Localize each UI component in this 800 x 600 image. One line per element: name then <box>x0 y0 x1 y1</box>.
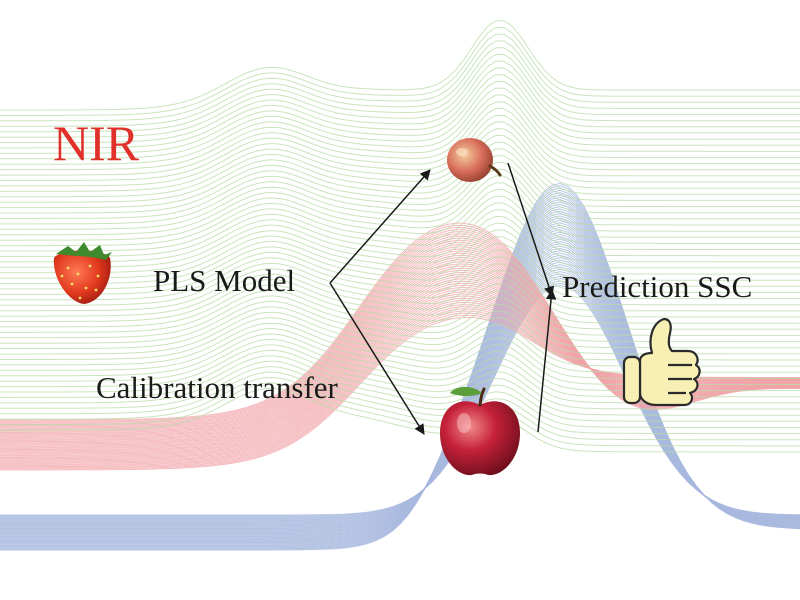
spectrum-curve <box>0 256 800 306</box>
spectrum-curve <box>0 134 800 203</box>
spectrum-curve <box>0 80 800 160</box>
arrow-pear-to-prediction <box>507 162 555 297</box>
spectrum-curve <box>0 67 800 149</box>
spectrum-curve <box>0 27 800 116</box>
strawberry-icon <box>53 242 112 304</box>
spectrum-curve <box>0 242 800 293</box>
spectrum-curve <box>0 349 800 410</box>
thumbs-up-icon <box>622 317 701 407</box>
arrow-to-apple <box>329 282 425 435</box>
spectrum-curve <box>0 249 800 300</box>
spectrum-curve <box>0 226 800 423</box>
spectrum-curve <box>0 360 800 422</box>
spectrum-curve <box>0 262 800 312</box>
spectrum-curve <box>0 229 800 281</box>
arrow-to-pear <box>329 169 431 284</box>
spectrum-curve <box>0 202 800 257</box>
spectrum-curve <box>0 195 800 252</box>
spectrum-curve <box>0 33 800 122</box>
spectrum-curve <box>0 114 800 187</box>
spectrum-curve <box>0 387 800 453</box>
arrows <box>329 162 557 435</box>
pear-icon <box>447 138 502 182</box>
spectrum-curve <box>0 168 800 230</box>
spectrum-curve <box>0 161 800 225</box>
spectrum-curve <box>0 128 800 198</box>
spectrum-curve <box>0 188 800 247</box>
spectrum-curve <box>0 60 800 143</box>
spectrum-curve <box>0 107 800 181</box>
spectrum-curve <box>0 382 800 447</box>
spectrum-curve <box>0 229 800 424</box>
spectrum-curve <box>0 20 800 111</box>
blue-spectra-band <box>0 182 800 551</box>
spectrum-curve <box>0 209 800 263</box>
spectrum-curve <box>0 222 800 275</box>
spectrum-curve <box>0 236 800 287</box>
spectrum-curve <box>0 268 800 318</box>
calibration-transfer-label: Calibration transfer <box>96 370 338 405</box>
spectrum-curve <box>0 53 800 138</box>
spectrum-curve <box>0 148 800 214</box>
spectrum-curve <box>0 94 800 171</box>
arrow-apple-to-prediction <box>537 288 557 433</box>
spectrum-curve <box>0 371 800 435</box>
nir-title: NIR <box>53 115 140 171</box>
spectrum-curve <box>0 376 800 441</box>
spectrum-curve <box>0 355 800 416</box>
spectrum-curve <box>0 366 800 428</box>
prediction-ssc-label: Prediction SSC <box>562 269 753 304</box>
spectrum-curve <box>0 182 800 241</box>
spectrum-curve <box>0 141 800 209</box>
pls-model-label: PLS Model <box>153 263 296 298</box>
spectrum-curve <box>0 47 800 133</box>
spectrum-curve <box>0 215 800 269</box>
spectrum-curve <box>0 40 800 127</box>
spectrum-curve <box>0 224 800 422</box>
spectrum-curve <box>0 74 800 154</box>
apple-icon <box>440 386 520 476</box>
spectrum-curve <box>0 101 800 176</box>
spectrum-curve <box>0 175 800 236</box>
spectrum-curve <box>0 121 800 192</box>
spectrum-curve <box>0 87 800 165</box>
